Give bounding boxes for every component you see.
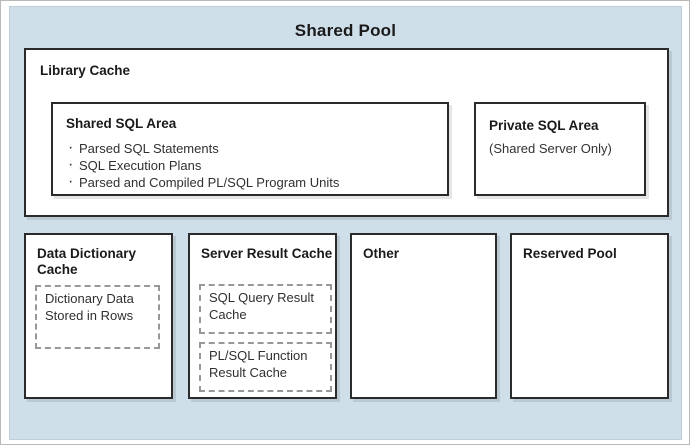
- other-box: Other: [350, 233, 497, 399]
- data-dictionary-cache-label: Data Dictionary Cache: [37, 246, 137, 277]
- server-result-cache-label: Server Result Cache: [201, 246, 333, 261]
- other-label: Other: [363, 246, 400, 261]
- shared-sql-area-label: Shared SQL Area: [66, 116, 177, 131]
- private-sql-area-label: Private SQL Area: [489, 118, 599, 133]
- private-sql-area-subtitle: (Shared Server Only): [489, 141, 612, 156]
- list-item: Parsed SQL Statements: [66, 139, 339, 157]
- server-result-cache-box: Server Result Cache SQL Query Result Cac…: [188, 233, 337, 399]
- shared-pool-panel: Shared Pool Library Cache Shared SQL Are…: [9, 6, 682, 440]
- reserved-pool-label: Reserved Pool: [523, 246, 617, 261]
- shared-sql-area-bullet-list: Parsed SQL Statements SQL Execution Plan…: [66, 139, 339, 191]
- data-dictionary-cache-box: Data Dictionary Cache Dictionary Data St…: [24, 233, 173, 399]
- shared-sql-area-box: Shared SQL Area Parsed SQL Statements SQ…: [51, 102, 449, 196]
- dictionary-data-dashed-box: Dictionary Data Stored in Rows: [35, 285, 160, 349]
- private-sql-area-box: Private SQL Area (Shared Server Only): [474, 102, 646, 196]
- sql-query-result-cache-label: SQL Query Result Cache: [209, 290, 315, 322]
- library-cache-label: Library Cache: [40, 63, 131, 78]
- sql-query-result-cache-dashed-box: SQL Query Result Cache: [199, 284, 332, 334]
- plsql-function-result-cache-dashed-box: PL/SQL Function Result Cache: [199, 342, 332, 392]
- library-cache-box: Library Cache Shared SQL Area Parsed SQL…: [24, 48, 669, 217]
- plsql-function-result-cache-label: PL/SQL Function Result Cache: [209, 348, 308, 380]
- reserved-pool-box: Reserved Pool: [510, 233, 669, 399]
- list-item: Parsed and Compiled PL/SQL Program Units: [66, 173, 339, 191]
- list-item: SQL Execution Plans: [66, 156, 339, 174]
- page-title: Shared Pool: [294, 21, 397, 40]
- dictionary-data-label: Dictionary Data Stored in Rows: [45, 291, 134, 323]
